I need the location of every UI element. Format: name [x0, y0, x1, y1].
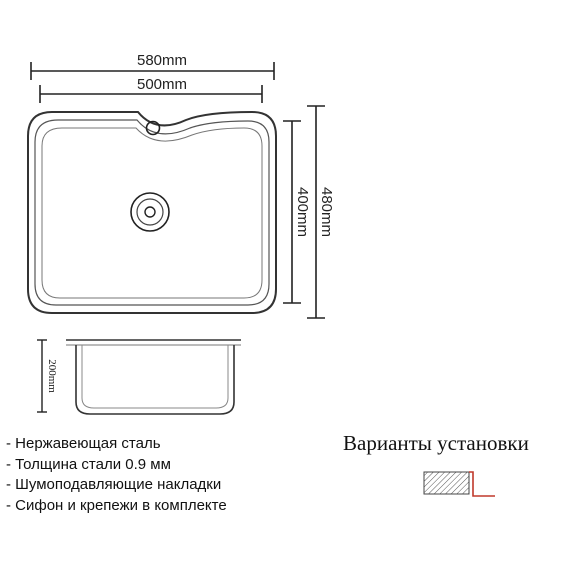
- height-outer-label: 480mm: [318, 187, 335, 237]
- spec-item-siphon: - Сифон и крепежи в комплекте: [6, 496, 227, 514]
- sink-side-view: [66, 339, 241, 415]
- sink-top-view: [27, 110, 277, 314]
- faucet-hole: [145, 120, 161, 136]
- spec-item-noise-pads: - Шумоподавляющие накладки: [6, 476, 222, 493]
- spec-item-material: - Нержавеющая сталь: [6, 435, 161, 452]
- width-inner-label: 500mm: [137, 76, 187, 93]
- dimension-width-outer: 580mm: [30, 52, 275, 80]
- undermount-install-icon: [423, 471, 495, 497]
- drain-icon: [130, 192, 170, 232]
- dimension-depth: 200mm: [37, 339, 58, 413]
- dimension-height-outer: 480mm: [307, 105, 335, 319]
- installation-title: Варианты установки: [343, 431, 529, 455]
- dimension-height-inner: 400mm: [283, 120, 311, 304]
- height-inner-label: 400mm: [294, 187, 311, 237]
- dimension-width-inner: 500mm: [39, 76, 263, 103]
- spec-list: - Нержавеющая сталь - Толщина стали 0.9 …: [6, 434, 227, 516]
- width-outer-label: 580mm: [137, 52, 187, 69]
- depth-label: 200mm: [46, 359, 58, 393]
- spec-item-thickness: - Толщина стали 0.9 мм: [6, 455, 171, 473]
